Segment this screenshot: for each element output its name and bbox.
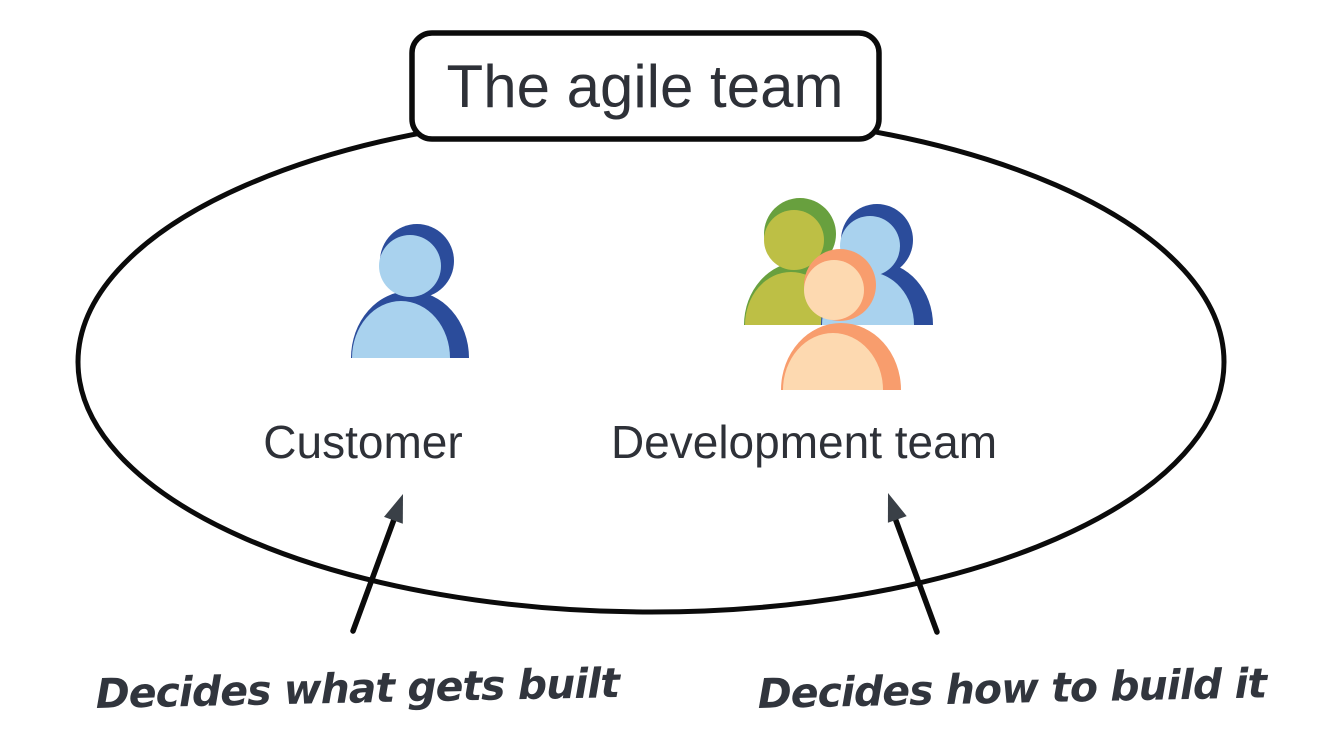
development-arrow-line	[892, 515, 940, 635]
customer-label: Customer	[263, 416, 462, 468]
orange-body-front-shape	[783, 333, 883, 390]
customer-arrow-head	[384, 494, 403, 524]
customer-annotation: Decides what gets built	[95, 659, 622, 718]
customer-head-front-shape	[379, 235, 441, 297]
green-head-front-shape	[764, 210, 824, 270]
title-box	[409, 30, 882, 142]
diagram-title: The agile team	[447, 53, 844, 120]
customer-body-front-shape	[352, 301, 450, 358]
dev-member-orange-icon	[781, 249, 901, 390]
customer-icon	[351, 224, 469, 358]
development-arrow-head	[887, 493, 907, 523]
development-team-icon	[744, 198, 933, 390]
development-annotation: Decides how to build it	[757, 659, 1269, 718]
development-team-label: Development team	[611, 416, 997, 468]
team-boundary-ellipse	[75, 109, 1227, 615]
orange-head-front-shape	[804, 260, 864, 320]
customer-arrow-line	[350, 511, 399, 634]
